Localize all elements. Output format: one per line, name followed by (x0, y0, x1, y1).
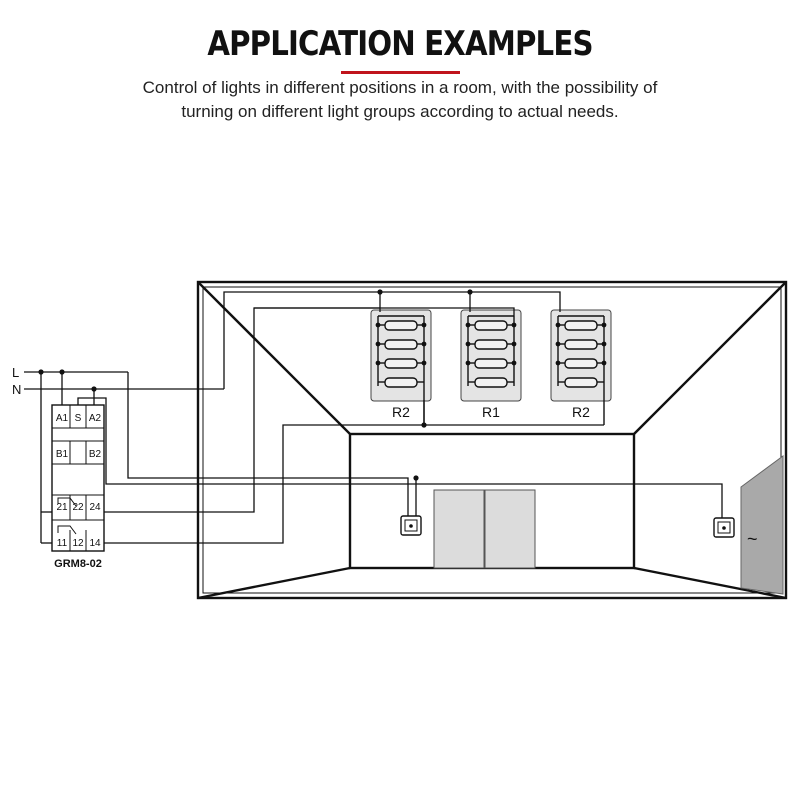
wall-switch-right (713, 517, 735, 538)
terminal-21: 21 (56, 502, 68, 513)
title-underline (341, 71, 460, 74)
wiring-junctions (38, 289, 473, 481)
relay-module (51, 404, 105, 552)
wall-switch-left (400, 515, 422, 536)
light-group-label-center: R1 (482, 404, 500, 420)
light-panel-left (370, 309, 432, 425)
terminal-b1: B1 (56, 449, 69, 460)
subtitle-line-1: Control of lights in different positions… (142, 78, 658, 97)
terminal-24: 24 (89, 502, 101, 513)
terminal-22: 22 (72, 502, 84, 513)
supply-label-n: N (12, 382, 21, 397)
room-edge-top-left (197, 281, 351, 435)
relay-model-label: GRM8-02 (54, 558, 102, 570)
side-wall-window (740, 455, 784, 595)
terminal-14: 14 (89, 538, 101, 549)
door-leaf-left (433, 489, 485, 569)
light-panel-right (550, 309, 612, 425)
terminal-s: S (75, 413, 82, 424)
page-subtitle: Control of lights in different positions… (0, 76, 800, 124)
light-group-label-right: R2 (572, 404, 590, 420)
terminal-a1: A1 (56, 413, 69, 424)
relay-terminal-labels: A1 S A2 B1 B2 21 22 24 11 12 14 (56, 413, 102, 549)
light-panel-center (460, 309, 522, 402)
terminal-b2: B2 (89, 449, 102, 460)
terminal-11: 11 (57, 538, 68, 549)
terminal-12: 12 (72, 538, 84, 549)
door (433, 489, 536, 569)
supply-label-l: L (12, 365, 19, 380)
terminal-a2: A2 (89, 413, 102, 424)
door-leaf-right (484, 489, 536, 569)
wall-socket-symbol: ~ (747, 529, 758, 549)
subtitle-line-2: turning on different light groups accord… (181, 102, 619, 121)
page-title: APPLICATION EXAMPLES (207, 24, 593, 64)
room-inner-frame (202, 286, 782, 594)
room-outer-frame (196, 280, 788, 600)
room-edge-top-right (633, 281, 787, 435)
light-group-label-left: R2 (392, 404, 410, 420)
wiring (24, 291, 723, 544)
